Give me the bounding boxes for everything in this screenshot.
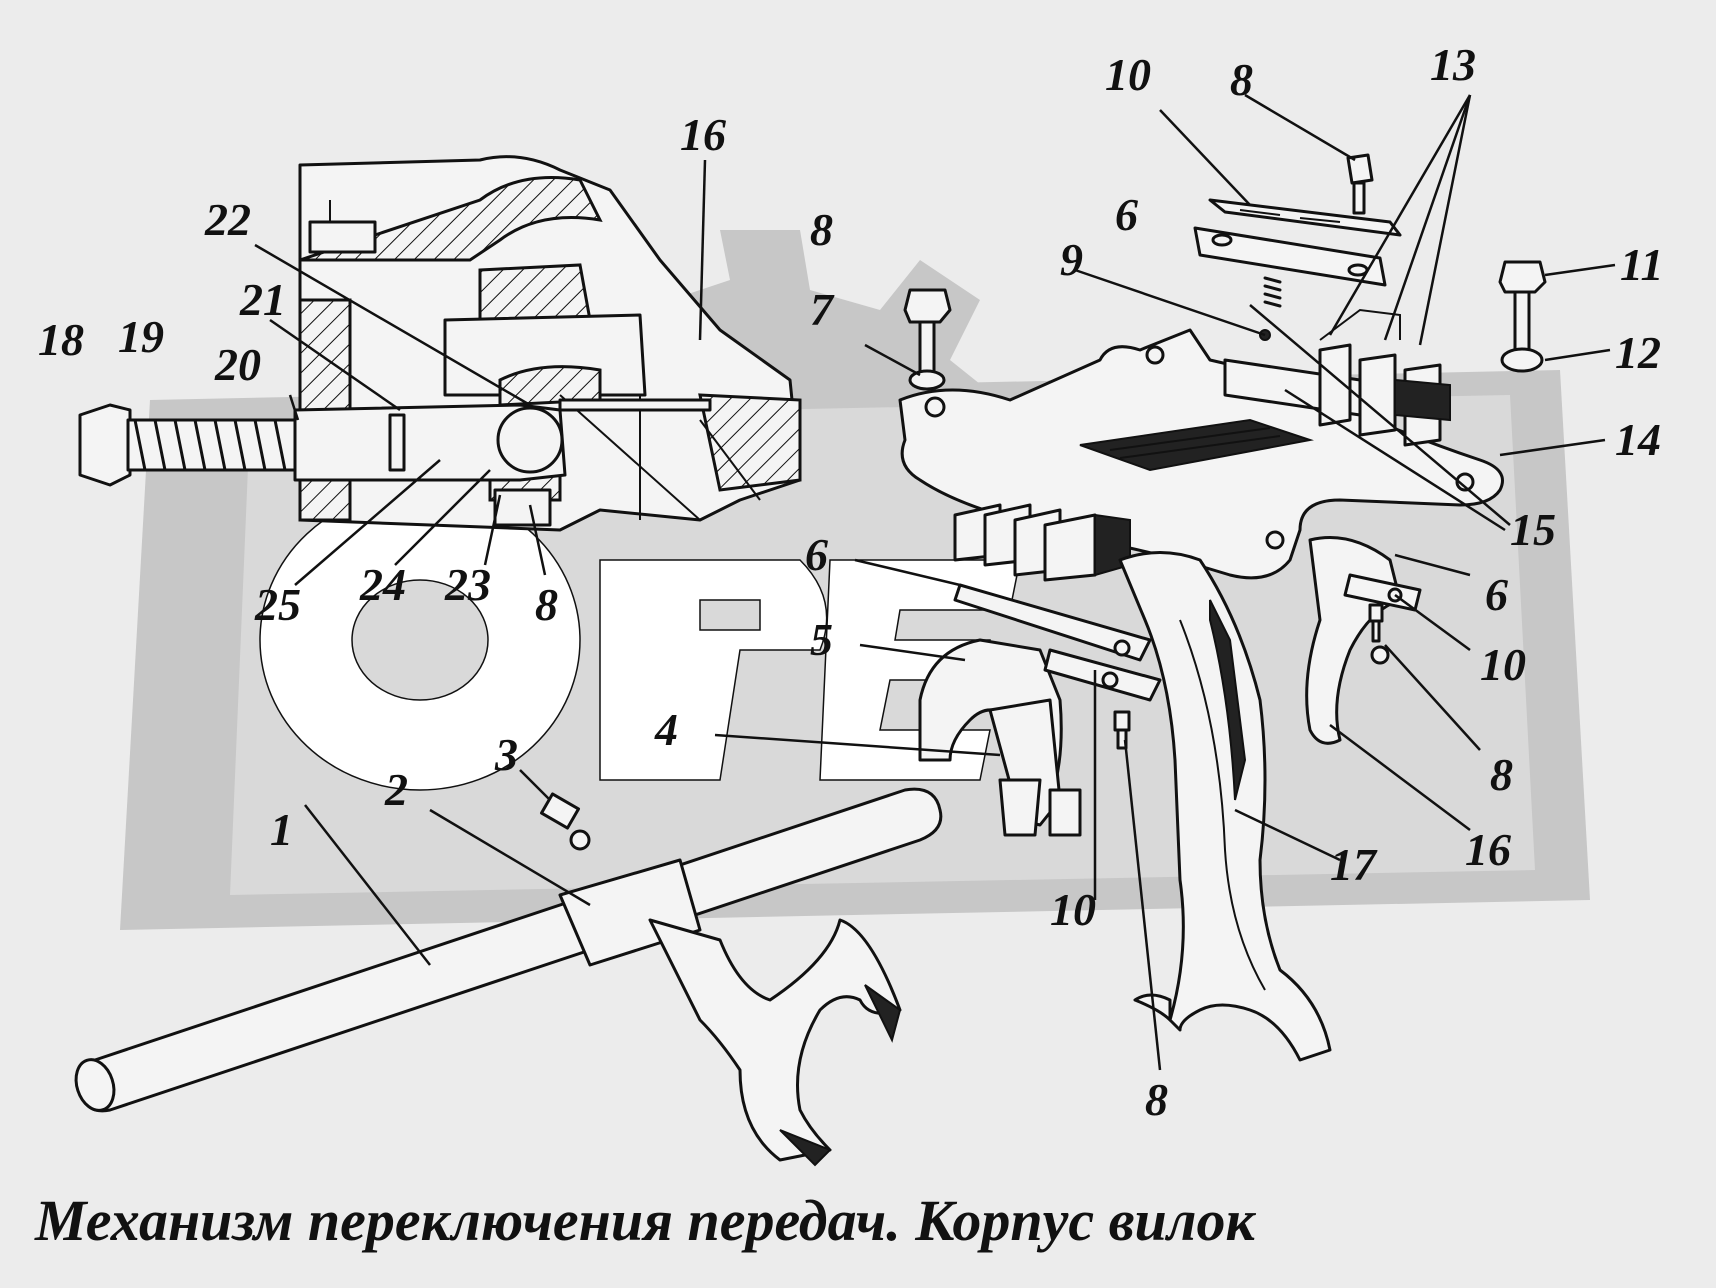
callout-6-left: 6 bbox=[805, 529, 828, 580]
plunger-25 bbox=[293, 403, 567, 482]
callout-3: 3 bbox=[494, 729, 518, 780]
plate-6-mid bbox=[953, 583, 1152, 662]
callout-2: 2 bbox=[384, 764, 408, 815]
screw-8-mid bbox=[1113, 710, 1131, 750]
detent-ball bbox=[496, 406, 564, 474]
callout-8-right: 8 bbox=[1490, 749, 1513, 800]
plate-10-mid bbox=[1043, 648, 1162, 702]
bolt-8-top bbox=[1346, 153, 1374, 215]
fork-housing-plate-14 bbox=[898, 308, 1504, 582]
callout-10-top: 10 bbox=[1105, 49, 1151, 100]
callout-6-right: 6 bbox=[1485, 569, 1508, 620]
leader-lines bbox=[254, 93, 1616, 1071]
callout-8-bottom: 8 bbox=[1145, 1074, 1168, 1125]
callout-10-mid: 10 bbox=[1050, 884, 1096, 935]
callout-20: 20 bbox=[214, 339, 261, 390]
callout-5: 5 bbox=[810, 614, 833, 665]
callout-13: 13 bbox=[1430, 39, 1476, 90]
callout-19: 19 bbox=[118, 311, 164, 362]
screw-8-right bbox=[1368, 603, 1390, 665]
callout-11: 11 bbox=[1620, 239, 1663, 290]
plate-6-top bbox=[1193, 226, 1387, 287]
callout-23: 23 bbox=[444, 559, 491, 610]
figure-caption: Механизм переключения передач. Корпус ви… bbox=[34, 1188, 1257, 1253]
callout-16-top: 16 bbox=[680, 109, 726, 160]
callout-24: 24 bbox=[359, 559, 406, 610]
top-plates bbox=[1193, 153, 1402, 341]
callout-9: 9 bbox=[1060, 234, 1083, 285]
callout-7: 7 bbox=[810, 284, 835, 335]
callout-14: 14 bbox=[1615, 414, 1661, 465]
fork-5-assembly bbox=[918, 583, 1162, 837]
callout-17: 17 bbox=[1330, 839, 1378, 890]
fork-lower bbox=[648, 918, 902, 1162]
blocks-13 bbox=[1318, 343, 1451, 447]
screw-8-housing bbox=[493, 488, 552, 527]
callout-25: 25 bbox=[254, 579, 301, 630]
screw-3 bbox=[540, 792, 591, 851]
callout-8-top: 8 bbox=[1230, 54, 1253, 105]
detent-assembly bbox=[78, 398, 712, 527]
callout-6-top: 6 bbox=[1115, 189, 1138, 240]
callout-labels: 1 2 3 4 5 6 6 6 7 8 8 8 8 8 9 10 10 10 1… bbox=[38, 39, 1663, 1125]
rod-4 bbox=[998, 778, 1042, 837]
bolt-head-18 bbox=[78, 403, 132, 487]
bolt-8-washer-7 bbox=[903, 288, 952, 391]
rod-and-fork-lower bbox=[74, 787, 943, 1167]
callout-8-bolt: 8 bbox=[810, 204, 833, 255]
callout-22: 22 bbox=[204, 194, 251, 245]
callout-10-right: 10 bbox=[1480, 639, 1526, 690]
callout-1: 1 bbox=[270, 804, 293, 855]
callout-12: 12 bbox=[1615, 327, 1661, 378]
callout-21: 21 bbox=[239, 274, 286, 325]
stacked-blocks-underside bbox=[953, 503, 1131, 582]
bolt-11-washer-12 bbox=[1498, 260, 1547, 373]
callout-16-right: 16 bbox=[1465, 824, 1511, 875]
spring-9 bbox=[1263, 276, 1282, 308]
callout-8-housing: 8 bbox=[535, 579, 558, 630]
callout-18: 18 bbox=[38, 314, 84, 365]
callout-15: 15 bbox=[1510, 504, 1556, 555]
spring-19 bbox=[126, 418, 300, 472]
callout-4: 4 bbox=[654, 704, 678, 755]
